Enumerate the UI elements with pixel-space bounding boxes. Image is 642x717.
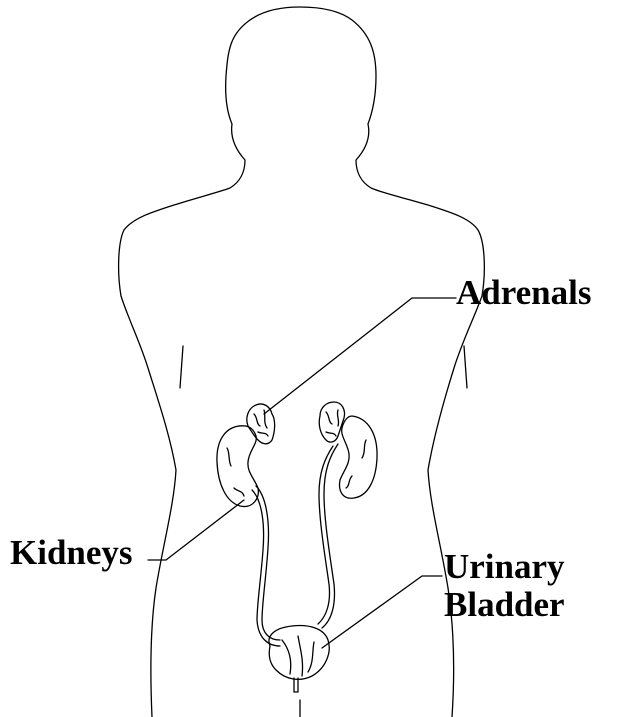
right-adrenal-detail — [326, 410, 339, 436]
bladder-detail — [282, 636, 314, 676]
body-outline — [119, 7, 485, 717]
left-adrenal-detail — [254, 410, 268, 436]
adrenals-label: Adrenals — [456, 274, 592, 312]
urinary-bladder-label: Urinary Bladder — [444, 548, 565, 624]
right-kidney-detail — [346, 440, 366, 488]
urinary-bladder-label-line2: Bladder — [444, 586, 565, 624]
left-kidney — [217, 426, 258, 507]
right-kidney — [340, 416, 378, 498]
urethra — [294, 678, 298, 692]
hip-crease-left — [180, 346, 183, 388]
left-ureter — [256, 486, 280, 640]
left-kidney-detail — [227, 448, 244, 496]
right-adrenal — [319, 402, 344, 442]
urinary-bladder-label-line1: Urinary — [444, 548, 565, 586]
adrenals-leader-line — [264, 298, 456, 414]
hip-crease-right — [464, 346, 467, 388]
right-ureter — [322, 444, 338, 628]
bladder-leader-line — [322, 576, 442, 648]
urinary-bladder — [269, 626, 329, 680]
left-adrenal — [247, 404, 275, 444]
kidneys-label: Kidneys — [10, 534, 133, 572]
